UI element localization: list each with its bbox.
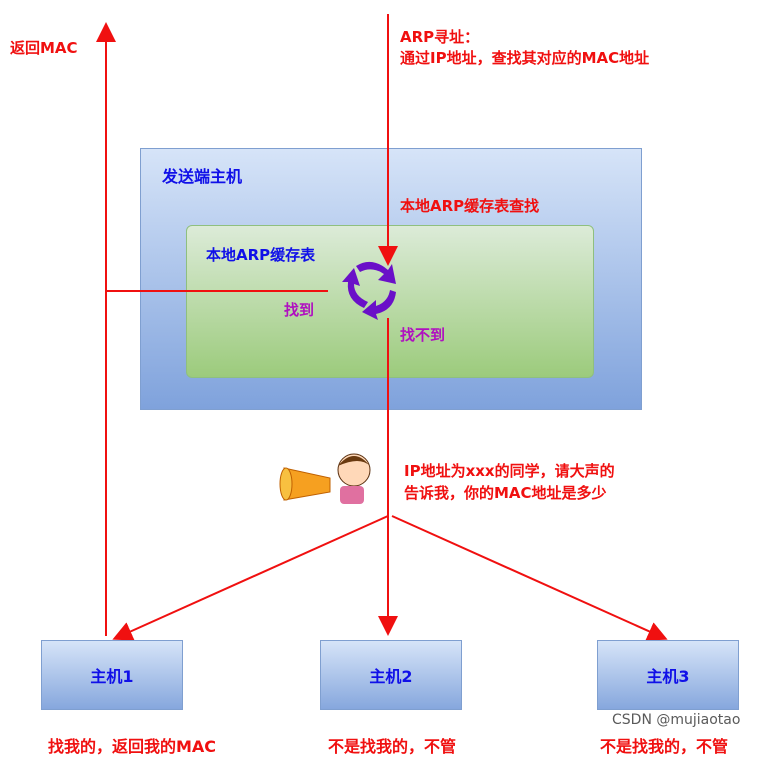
host-2-reply: 不是找我的，不管	[328, 737, 457, 756]
host-1-label: 主机1	[90, 667, 134, 686]
found-label: 找到	[284, 301, 315, 319]
megaphone-girl-icon	[279, 453, 371, 504]
broadcast-arrow-host1	[112, 515, 389, 641]
host-3: 主机3	[597, 640, 739, 710]
host-3-label: 主机3	[646, 667, 690, 686]
cycle-icon	[342, 261, 396, 320]
host-3-reply: 不是找我的，不管	[600, 737, 729, 756]
lookup-label: 本地ARP缓存表查找	[400, 197, 540, 215]
host-1: 主机1	[41, 640, 183, 710]
host-2-label: 主机2	[369, 667, 413, 686]
broadcast-arrow-host3	[391, 515, 668, 641]
host-2: 主机2	[320, 640, 462, 710]
watermark: CSDN @mujiaotao	[612, 712, 741, 728]
arp-description: 通过IP地址，查找其对应的MAC地址	[400, 49, 650, 67]
sender-host-label: 发送端主机	[162, 167, 243, 186]
broadcast-line-2: 告诉我，你的MAC地址是多少	[404, 484, 607, 502]
arp-title: ARP寻址：	[400, 28, 480, 46]
not-found-label: 找不到	[400, 326, 446, 344]
cache-label: 本地ARP缓存表	[206, 246, 316, 264]
broadcast-line-1: IP地址为xxx的同学，请大声的	[404, 462, 615, 480]
host-1-reply: 找我的，返回我的MAC	[48, 737, 217, 756]
return-mac-label: 返回MAC	[10, 39, 78, 57]
